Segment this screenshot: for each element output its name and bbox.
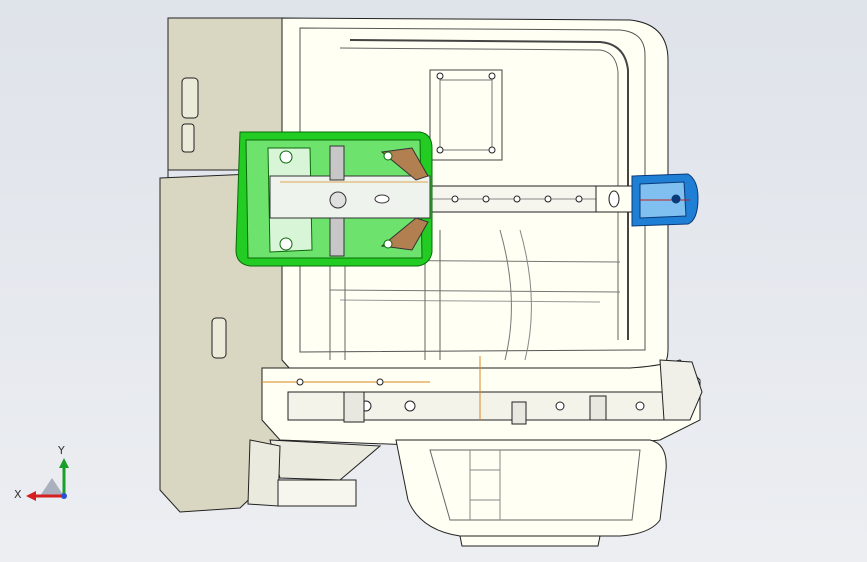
triad-origin-icon bbox=[61, 493, 67, 499]
green-bracket bbox=[235, 131, 433, 267]
slide-rail bbox=[419, 185, 641, 213]
triad-z-icon bbox=[40, 478, 64, 496]
triad-y-label: Y bbox=[57, 444, 65, 457]
bottom-housing bbox=[247, 439, 667, 547]
triad-x-label: X bbox=[14, 488, 22, 501]
coordinate-triad: Y X bbox=[14, 444, 69, 501]
lower-rail bbox=[261, 356, 703, 447]
blue-latch bbox=[631, 173, 699, 227]
